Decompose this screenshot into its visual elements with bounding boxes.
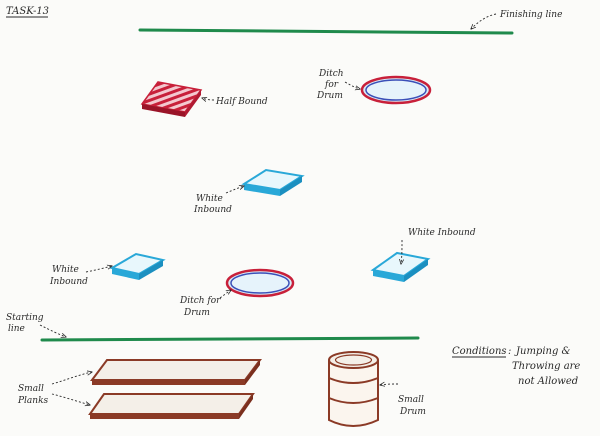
ditch-bottom-label-2: Drum bbox=[183, 308, 210, 318]
starting-line-label-2: line bbox=[8, 324, 25, 334]
white-inbound-left bbox=[109, 252, 166, 280]
ditch-top-label-2: for bbox=[324, 80, 339, 90]
finishing-line-label: Finishing line bbox=[499, 10, 562, 20]
half-bound-label: Half Bound bbox=[215, 97, 268, 107]
conditions-line-1: Jumping & bbox=[514, 346, 571, 357]
conditions-line-3: not Allowed bbox=[518, 376, 578, 387]
white-inbound-right-pointer bbox=[401, 239, 402, 264]
white-inbound-right-label: White Inbound bbox=[408, 228, 476, 238]
white-inbound-middle bbox=[241, 168, 305, 196]
starting-line bbox=[40, 336, 420, 342]
half-bound-obstacle bbox=[140, 81, 203, 117]
white-inbound-left-label-2: Inbound bbox=[49, 277, 88, 287]
starting-line-pointer bbox=[39, 324, 66, 337]
conditions-colon: : bbox=[508, 346, 511, 357]
small-planks-label-2: Planks bbox=[17, 396, 49, 406]
task-title: TASK-13 bbox=[6, 6, 49, 18]
conditions-note: Conditions : Jumping & Throwing are not … bbox=[452, 346, 580, 387]
small-plank-bottom bbox=[88, 393, 255, 419]
conditions-heading: Conditions bbox=[452, 346, 507, 357]
small-planks-pointer-bottom bbox=[51, 393, 90, 405]
white-inbound-left-pointer bbox=[85, 266, 112, 273]
title-text: TASK-13 bbox=[6, 6, 49, 17]
starting-line-label-1: Starting bbox=[6, 313, 44, 323]
ditch-bottom-pointer bbox=[219, 290, 231, 299]
small-planks-label-1: Small bbox=[18, 384, 44, 394]
ditch-bottom-label-1: Ditch for bbox=[179, 296, 221, 306]
ditch-top-label-3: Drum bbox=[316, 91, 343, 101]
white-inbound-right bbox=[370, 251, 431, 282]
white-inbound-middle-label-1: White bbox=[196, 194, 223, 204]
ditch-top-pointer bbox=[344, 81, 360, 89]
small-planks-pointer-top bbox=[51, 372, 92, 385]
white-inbound-middle-label-2: Inbound bbox=[193, 205, 232, 215]
finishing-line-pointer bbox=[471, 13, 497, 29]
small-plank-top bbox=[90, 359, 262, 385]
small-drum-label-1: Small bbox=[398, 395, 424, 405]
ditch-top-label-1: Ditch bbox=[318, 69, 344, 79]
small-drum-pointer bbox=[380, 384, 399, 385]
conditions-line-2: Throwing are bbox=[512, 361, 580, 372]
finishing-line bbox=[138, 28, 514, 35]
small-drum bbox=[328, 351, 379, 427]
white-inbound-middle-pointer bbox=[225, 186, 244, 194]
white-inbound-left-label-1: White bbox=[52, 265, 79, 275]
small-drum-label-2: Drum bbox=[399, 407, 426, 417]
ditch-bottom bbox=[225, 268, 295, 298]
half-bound-pointer bbox=[202, 98, 215, 100]
ditch-top bbox=[360, 75, 432, 105]
